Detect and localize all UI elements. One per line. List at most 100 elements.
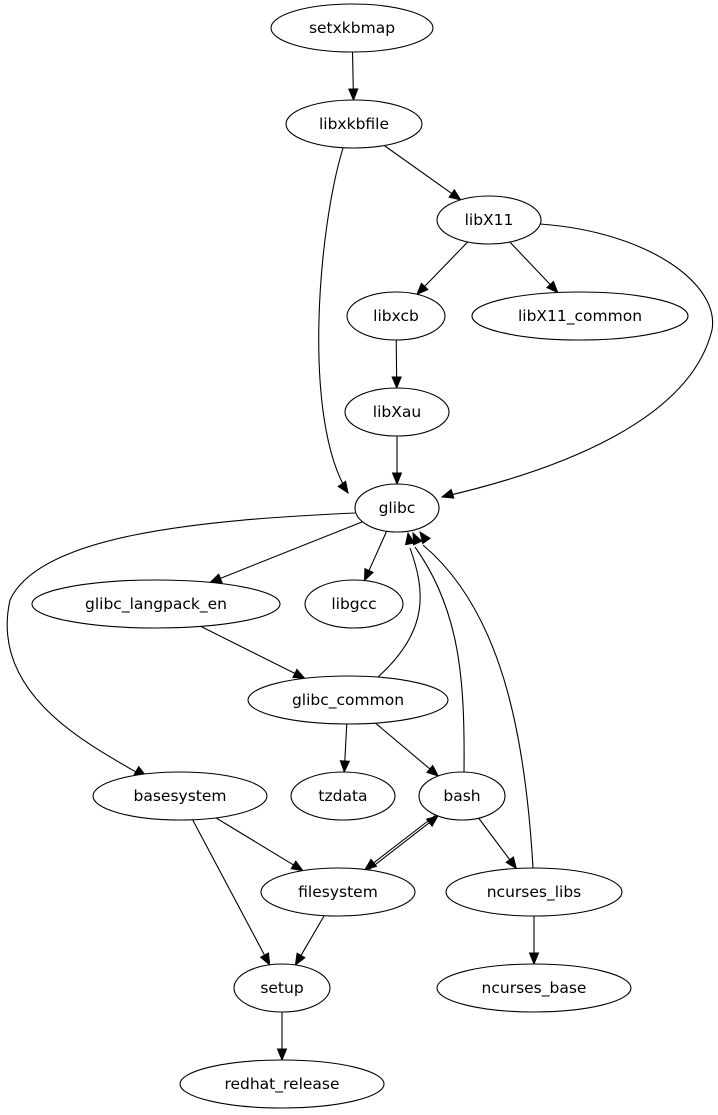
- arrowhead-icon: [412, 531, 423, 546]
- edge-libX11-to-libX11_common: [509, 241, 559, 294]
- edge-libX11-to-libxcb: [416, 241, 469, 296]
- node-shape: [354, 483, 440, 533]
- edge-setup-to-redhat_release: [276, 1012, 288, 1062]
- node-label: libxcb: [373, 307, 419, 325]
- node-libgcc: libgcc: [304, 579, 404, 629]
- edge-ncurses_libs-to-ncurses_base: [528, 916, 540, 966]
- node-label: bash: [443, 787, 480, 805]
- edge-glibc_common-to-tzdata: [339, 723, 351, 774]
- node-label: libXau: [373, 403, 421, 421]
- edge-basesystem-to-setup: [192, 819, 271, 966]
- node-shape: [31, 579, 281, 629]
- edge-line: [351, 51, 354, 91]
- arrowhead-icon: [419, 530, 431, 545]
- edge-line: [219, 521, 363, 580]
- node-label: filesystem: [298, 883, 378, 901]
- arrowhead-icon: [391, 376, 402, 390]
- node-shape: [290, 771, 396, 821]
- edge-line: [368, 821, 431, 871]
- edge-setxkbmap-to-libxkbfile: [348, 51, 359, 102]
- edge-line: [318, 147, 349, 494]
- edge-glibc_common-to-bash: [375, 722, 440, 777]
- edge-glibc-to-libgcc: [363, 531, 388, 582]
- node-setxkbmap: setxkbmap: [270, 3, 434, 53]
- arrowhead-icon: [276, 1048, 288, 1062]
- node-redhat-release: redhat_release: [179, 1059, 385, 1109]
- node-libXau: libXau: [344, 387, 450, 437]
- node-shape: [346, 291, 446, 341]
- node-shape: [344, 387, 450, 437]
- arrowhead-icon: [292, 668, 306, 679]
- node-glibc: glibc: [354, 483, 440, 533]
- node-label: setup: [260, 979, 303, 997]
- edge-line: [6, 512, 356, 773]
- arrowhead-icon: [404, 531, 416, 546]
- node-label: basesystem: [134, 787, 227, 805]
- node-basesystem: basesystem: [92, 771, 268, 821]
- node-label: tzdata: [318, 787, 367, 805]
- node-ncurses-base: ncurses_base: [436, 963, 632, 1013]
- edge-line: [377, 547, 421, 678]
- node-shape: [233, 963, 331, 1013]
- arrowhead-icon: [391, 472, 403, 486]
- edge-line: [414, 546, 465, 773]
- edge-glibc_common-to-glibc: [377, 531, 421, 678]
- edge-filesystem-to-setup: [294, 915, 325, 967]
- node-glibc-langpack-en: glibc_langpack_en: [31, 579, 281, 629]
- node-label: glibc: [379, 499, 416, 517]
- edge-bash-to-filesystem: [364, 814, 437, 871]
- edge-libxcb-to-libXau: [391, 339, 402, 390]
- edge-glibc_langpack_en-to-glibc_common: [200, 625, 306, 679]
- arrowhead-icon: [546, 280, 559, 294]
- edge-filesystem-to-bash: [368, 815, 440, 871]
- node-shape: [260, 867, 416, 917]
- node-shape: [436, 195, 542, 245]
- node-shape: [285, 99, 423, 149]
- edge-bash-to-glibc: [412, 531, 465, 773]
- edge-basesystem-to-filesystem: [215, 817, 304, 872]
- node-shape: [418, 771, 506, 821]
- node-label: libX11: [465, 211, 514, 229]
- arrowhead-icon: [348, 88, 359, 102]
- edge-line: [423, 241, 469, 288]
- edge-glibc-to-glibc_langpack_en: [208, 521, 363, 584]
- node-shape: [304, 579, 404, 629]
- arrowhead-icon: [337, 480, 349, 495]
- nodes-layer: setxkbmap libxkbfile libX11 libxcb libX11_co…: [31, 3, 689, 1109]
- node-label: glibc_common: [292, 691, 404, 710]
- edge-line: [372, 814, 437, 864]
- edge-line: [200, 625, 297, 675]
- arrowhead-icon: [426, 764, 440, 777]
- node-shape: [445, 867, 623, 917]
- node-libX11: libX11: [436, 195, 542, 245]
- node-filesystem: filesystem: [260, 867, 416, 917]
- node-bash: bash: [418, 771, 506, 821]
- node-ncurses-libs: ncurses_libs: [445, 867, 623, 917]
- node-shape: [471, 291, 689, 341]
- node-label: ncurses_libs: [487, 883, 582, 902]
- node-label: setxkbmap: [309, 19, 395, 37]
- node-shape: [436, 963, 632, 1013]
- node-setup: setup: [233, 963, 331, 1013]
- edge-line: [422, 544, 534, 869]
- edge-libxkbfile-to-glibc: [318, 147, 349, 495]
- arrowhead-icon: [440, 488, 455, 499]
- node-label: libxkbfile: [319, 115, 389, 133]
- arrowhead-icon: [505, 856, 518, 870]
- arrowhead-icon: [259, 952, 271, 966]
- arrowhead-icon: [528, 952, 540, 966]
- node-tzdata: tzdata: [290, 771, 396, 821]
- arrowhead-icon: [339, 760, 351, 774]
- edge-line: [344, 723, 348, 763]
- edge-libxkbfile-to-libX11: [383, 145, 462, 201]
- arrowhead-icon: [448, 188, 462, 201]
- edge-line: [478, 817, 511, 861]
- edge-line: [192, 819, 266, 957]
- node-libX11-common: libX11_common: [471, 291, 689, 341]
- edge-line: [368, 531, 388, 572]
- edge-glibc-to-basesystem: [6, 512, 356, 777]
- arrowhead-icon: [416, 282, 429, 296]
- edge-line: [375, 722, 431, 770]
- edge-ncurses_libs-to-glibc: [419, 530, 534, 869]
